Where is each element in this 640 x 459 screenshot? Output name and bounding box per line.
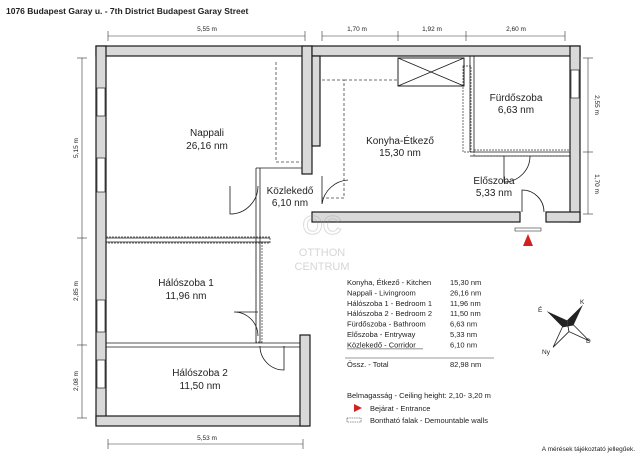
- dim-top-left: 5,55 m: [197, 26, 217, 33]
- legend-total-label: Össz. - Total: [347, 360, 389, 369]
- legend-row-value: 6,10 nm: [450, 340, 477, 349]
- legend: Konyha, Étkező - Kitchen 15,30 nm Nappali …: [347, 278, 481, 349]
- windows: [96, 69, 580, 389]
- room-furdo-name: Fürdőszoba: [490, 93, 543, 104]
- legend-ceiling: Belmagasság - Ceiling height: 2,10- 3,20…: [347, 391, 491, 400]
- demountable-walls: [105, 65, 571, 343]
- legend-row-label: Konyha, Étkező - Kitchen: [347, 278, 431, 287]
- legend-row-value: 11,50 nm: [450, 309, 481, 318]
- dim-top-mid2: 1,92 m: [422, 26, 442, 33]
- legend-row-label: Nappali - Livingroom: [347, 288, 416, 297]
- room-konyha-name: Konyha-Étkező: [366, 134, 434, 147]
- dashed-outlines: [275, 62, 398, 199]
- legend-row-label: Fürdőszoba - Bathroom: [347, 320, 426, 329]
- doors: [229, 155, 545, 371]
- dim-left-bottom: 2,08 m: [73, 371, 80, 391]
- legend-total-value: 82,98 nm: [450, 360, 481, 369]
- dim-left-mid: 2,85 m: [73, 281, 80, 301]
- kitchen-unit: [397, 57, 465, 87]
- room-konyha-area: 15,30 nm: [379, 148, 421, 159]
- demountable-legend-icon: [346, 417, 362, 423]
- dim-bottom: 5,53 m: [197, 435, 217, 442]
- legend-entrance: Bejárat - Entrance: [370, 404, 430, 413]
- entrance-marker: [514, 227, 542, 246]
- legend-row-label: Hálószoba 2 - Bedroom 2: [347, 309, 432, 318]
- room-eloszoba-area: 5,33 nm: [476, 188, 512, 199]
- watermark-mark: OC: [303, 210, 342, 240]
- room-hal2-area: 11,50 nm: [180, 381, 221, 392]
- room-hal1-name: Hálószoba 1: [158, 278, 214, 289]
- dim-top-right: 2,60 m: [506, 26, 526, 33]
- legend-row-value: 5,33 nm: [450, 330, 477, 339]
- compass-e: É: [538, 305, 543, 314]
- dim-left-top: 5,15 m: [73, 138, 80, 158]
- watermark-line2: CENTRUM: [295, 261, 350, 273]
- room-nappali-area: 26,16 nm: [186, 141, 228, 152]
- compass-k: K: [580, 299, 585, 306]
- legend-row-label: Előszoba - Entryway: [347, 330, 416, 339]
- dim-right-top: 2,55 m: [593, 95, 600, 115]
- entrance-triangle-icon: [523, 234, 533, 246]
- legend-row-value: 15,30 nm: [450, 278, 481, 287]
- compass-ny: Ny: [542, 349, 551, 356]
- room-hal2-name: Hálószoba 2: [172, 368, 228, 379]
- legend-walls: Bontható falak - Demountable walls: [370, 416, 488, 425]
- entrance-legend-icon: [354, 404, 362, 412]
- page-title: 1076 Budapest Garay u. - 7th District Bu…: [6, 6, 249, 16]
- walls: [95, 45, 581, 427]
- left-dimensions: 5,15 m 2,85 m 2,08 m: [73, 57, 87, 419]
- dim-top-mid1: 1,70 m: [347, 26, 367, 33]
- footnote: A mérések tájékoztató jellegűek.: [542, 446, 635, 453]
- legend-row-value: 11,96 nm: [450, 299, 481, 308]
- legend-row-value: 26,16 nm: [450, 288, 481, 297]
- room-furdo-area: 6,63 nm: [498, 105, 534, 116]
- top-dimensions: 5,55 m 1,70 m 1,92 m 2,60 m: [107, 26, 566, 41]
- legend-row-label: Közlekedő - Corridor: [347, 340, 416, 349]
- compass-d: D: [586, 338, 591, 345]
- room-eloszoba-name: Előszoba: [473, 176, 515, 187]
- room-kozlekedo-area: 6,10 nm: [272, 198, 308, 209]
- dim-right-bottom: 1,70 m: [593, 174, 600, 194]
- bottom-dimension: 5,53 m: [107, 435, 304, 449]
- compass-icon: K É Ny D: [538, 299, 591, 356]
- room-nappali-name: Nappali: [190, 128, 224, 139]
- watermark-line1: OTTHON: [299, 247, 345, 259]
- right-dimensions: 2,55 m 1,70 m: [583, 57, 600, 215]
- legend-row-value: 6,63 nm: [450, 320, 477, 329]
- watermark: OC OTTHON CENTRUM: [295, 210, 350, 274]
- legend-row-label: Hálószoba 1 - Bedroom 1: [347, 299, 432, 308]
- room-hal1-area: 11,96 nm: [166, 291, 207, 302]
- room-kozlekedo-name: Közlekedő: [267, 186, 314, 197]
